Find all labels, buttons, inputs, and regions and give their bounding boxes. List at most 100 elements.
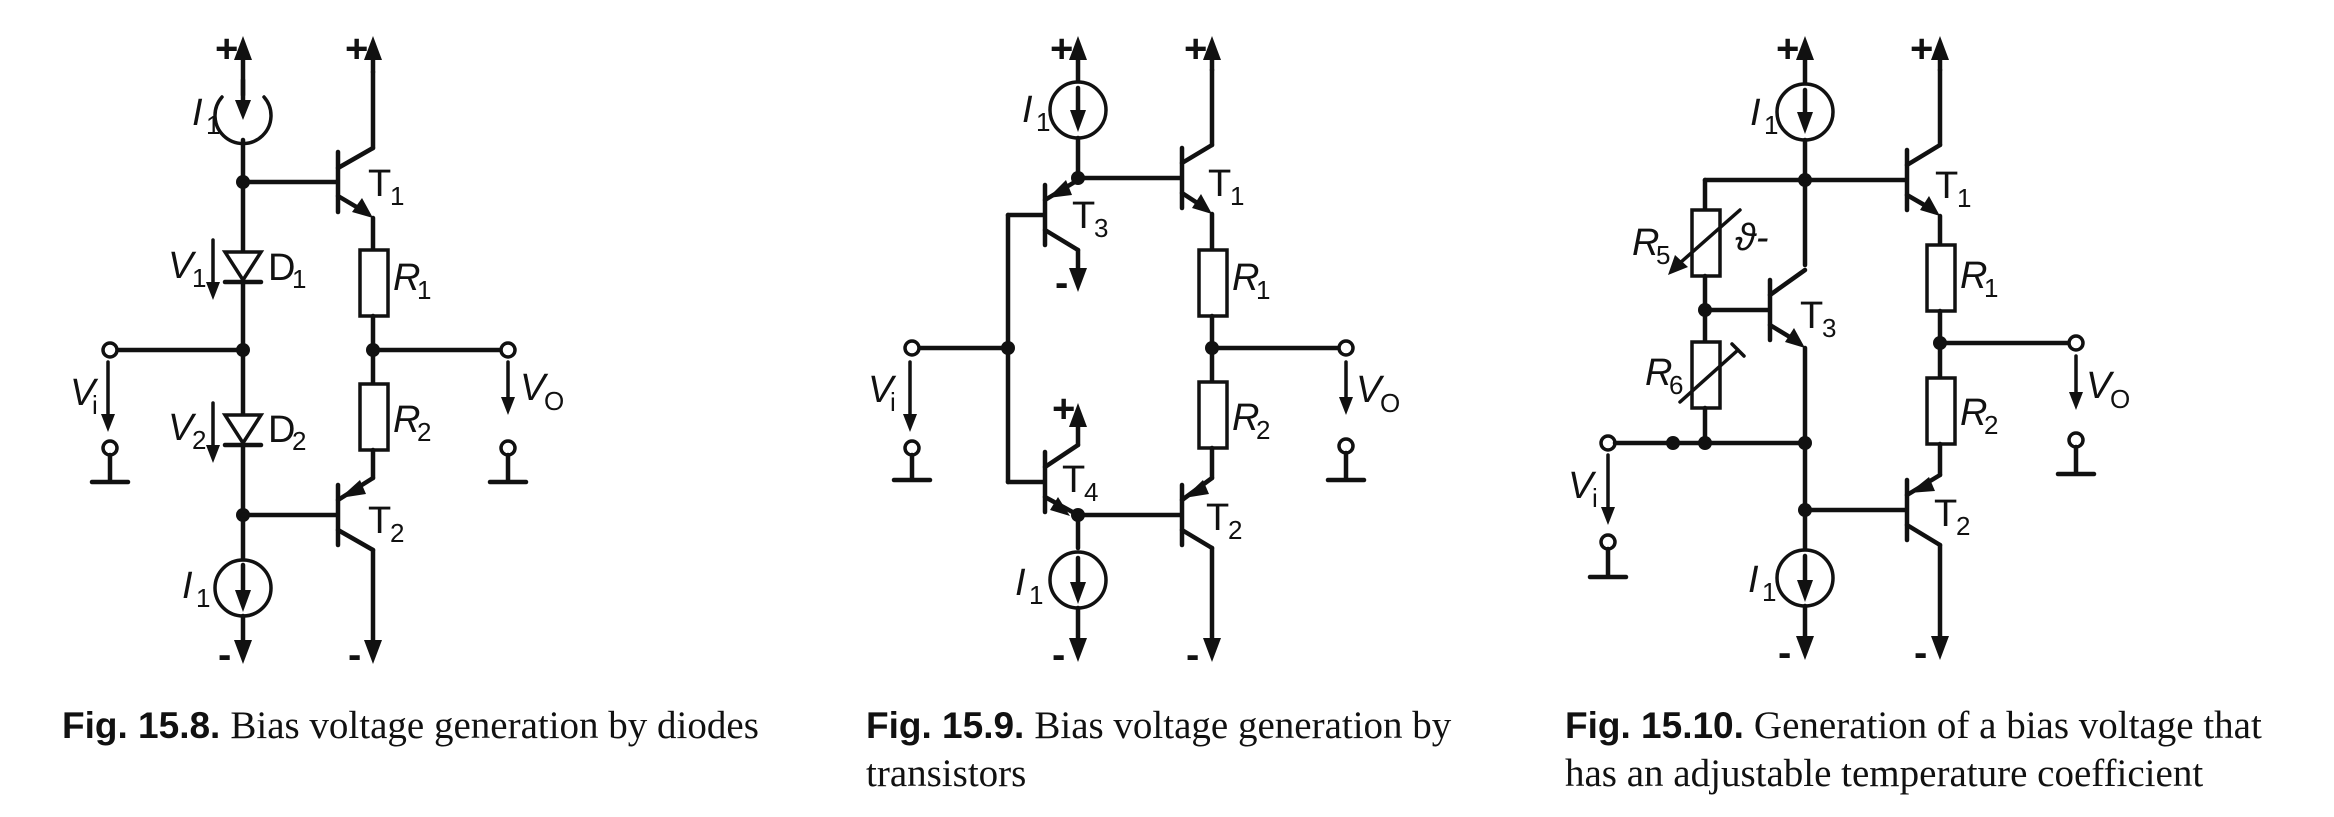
- caption-line: transistors: [866, 752, 1026, 795]
- transistor-t3: [1005, 177, 1087, 292]
- caption-15-8: Fig. 15.8.Bias voltage generation by dio…: [62, 704, 759, 747]
- resistor-r5: [1690, 208, 1722, 278]
- label-t3: T: [1072, 195, 1095, 237]
- svg-text:Fig. 15.8.Bias voltage generat: Fig. 15.8.Bias voltage generation by dio…: [62, 704, 759, 747]
- label-t3: T: [1800, 295, 1823, 337]
- plus-sign: +: [1184, 27, 1207, 71]
- label-i1-bottom: I: [182, 565, 193, 607]
- figure-15-10: + I 1 R 5 ϑ- R 6: [1568, 27, 2130, 675]
- current-source-i1-bottom: [1775, 548, 1835, 608]
- transistor-t1: [1904, 67, 1943, 216]
- label-v1-sub: 1: [192, 263, 206, 293]
- label-t2-sub: 2: [1956, 511, 1970, 541]
- label-i1-top-sub: 1: [1036, 107, 1050, 137]
- transistor-t3: [1702, 267, 1808, 513]
- plus-sign: +: [1776, 27, 1799, 71]
- caption-15-10: Fig. 15.10.Generation of a bias voltage …: [1565, 704, 2262, 795]
- label-t2-sub: 2: [1228, 515, 1242, 545]
- plus-sign: +: [215, 27, 238, 71]
- minus-sign: -: [1055, 261, 1068, 305]
- thermistor-arrow: [1670, 208, 1742, 272]
- label-r2-sub: 2: [1256, 415, 1270, 445]
- label-t3-sub: 3: [1822, 313, 1836, 343]
- caption-15-9: Fig. 15.9.Bias voltage generation by tra…: [866, 704, 1452, 795]
- junction-dot: [1798, 436, 1812, 450]
- label-vo-sub: O: [2110, 384, 2130, 414]
- current-source-i1-top: [213, 77, 273, 146]
- supply-arrow-minus: [234, 640, 252, 664]
- label-r1: R: [393, 257, 420, 299]
- label-i1-bottom: I: [1015, 562, 1026, 604]
- label-v2: V: [168, 407, 197, 449]
- supply-arrow-minus: [364, 640, 382, 664]
- output-terminal: [2067, 334, 2085, 352]
- label-t2: T: [1934, 493, 1957, 535]
- label-vi: V: [70, 372, 99, 414]
- current-source-i1-bottom: [213, 558, 273, 618]
- label-r6: R: [1645, 352, 1672, 394]
- label-r1-sub: 1: [1984, 273, 1998, 303]
- label-r2-sub: 2: [1984, 410, 1998, 440]
- caption-line: has an adjustable temperature coefficien…: [1565, 752, 2203, 795]
- resistor-r2: [1925, 376, 1957, 446]
- label-t1-sub: 1: [1230, 181, 1244, 211]
- label-t3-sub: 3: [1094, 213, 1108, 243]
- current-source-i1-bottom: [1048, 550, 1108, 610]
- label-i1-bottom-sub: 1: [196, 583, 210, 613]
- label-r2-sub: 2: [417, 417, 431, 447]
- label-r1: R: [1960, 255, 1987, 297]
- minus-sign: -: [1778, 631, 1791, 675]
- diode-d1: [221, 250, 265, 285]
- label-vo: V: [2086, 365, 2115, 407]
- transistor-t2: [240, 475, 376, 643]
- label-t2: T: [368, 500, 391, 542]
- label-r1-sub: 1: [1256, 275, 1270, 305]
- transistor-t2: [1179, 475, 1215, 643]
- caption-lead: Fig. 15.8.: [62, 705, 220, 746]
- minus-sign: -: [1052, 633, 1065, 677]
- plus-sign: +: [1052, 387, 1075, 431]
- resistor-r2: [358, 382, 390, 452]
- transistor-t1: [1179, 67, 1215, 214]
- label-d1: D: [268, 247, 295, 289]
- figure-15-9: + I 1 T 3 - V i: [868, 27, 1400, 677]
- minus-sign: -: [348, 633, 361, 677]
- label-d2-sub: 2: [292, 426, 306, 456]
- caption-lead: Fig. 15.10.: [1565, 705, 1744, 746]
- junction-dot: [1698, 436, 1712, 450]
- label-vo: V: [520, 367, 549, 409]
- caption-line: Bias voltage generation by diodes: [230, 704, 759, 747]
- label-t1-sub: 1: [1957, 183, 1971, 213]
- label-v2-sub: 2: [192, 425, 206, 455]
- label-vo-sub: O: [544, 386, 564, 416]
- label-v1: V: [168, 245, 197, 287]
- label-vi: V: [868, 369, 897, 411]
- potentiometer-stroke: [1678, 348, 1740, 404]
- plus-sign: +: [1050, 27, 1073, 71]
- label-t4: T: [1062, 459, 1085, 501]
- label-r2: R: [393, 399, 420, 441]
- current-source-i1-top: [1775, 82, 1835, 142]
- output-terminal: [499, 341, 517, 359]
- label-r1: R: [1232, 257, 1259, 299]
- minus-sign: -: [1914, 631, 1927, 675]
- label-i1-top: I: [192, 92, 203, 134]
- label-r5-sub: 5: [1656, 240, 1670, 270]
- label-t2: T: [1206, 497, 1229, 539]
- label-t2-sub: 2: [390, 518, 404, 548]
- label-vi-sub: i: [1592, 483, 1598, 513]
- label-d2: D: [268, 409, 295, 451]
- supply-arrow-plus: [234, 36, 252, 60]
- resistor-r2: [1197, 380, 1229, 450]
- label-i1-top-sub: 1: [1764, 110, 1778, 140]
- label-t1: T: [1208, 163, 1231, 205]
- figure-15-8: + I 1 D 1 D 2 V 1 V 2: [70, 27, 564, 677]
- label-t1: T: [1935, 165, 1958, 207]
- label-i1-top: I: [1022, 89, 1033, 131]
- transistor-t1: [240, 69, 376, 218]
- label-vo: V: [1356, 369, 1385, 411]
- resistor-r6: [1690, 340, 1722, 410]
- diode-d2: [221, 413, 265, 448]
- svg-text:Fig. 15.9.Bias voltage generat: Fig. 15.9.Bias voltage generation by: [866, 704, 1452, 747]
